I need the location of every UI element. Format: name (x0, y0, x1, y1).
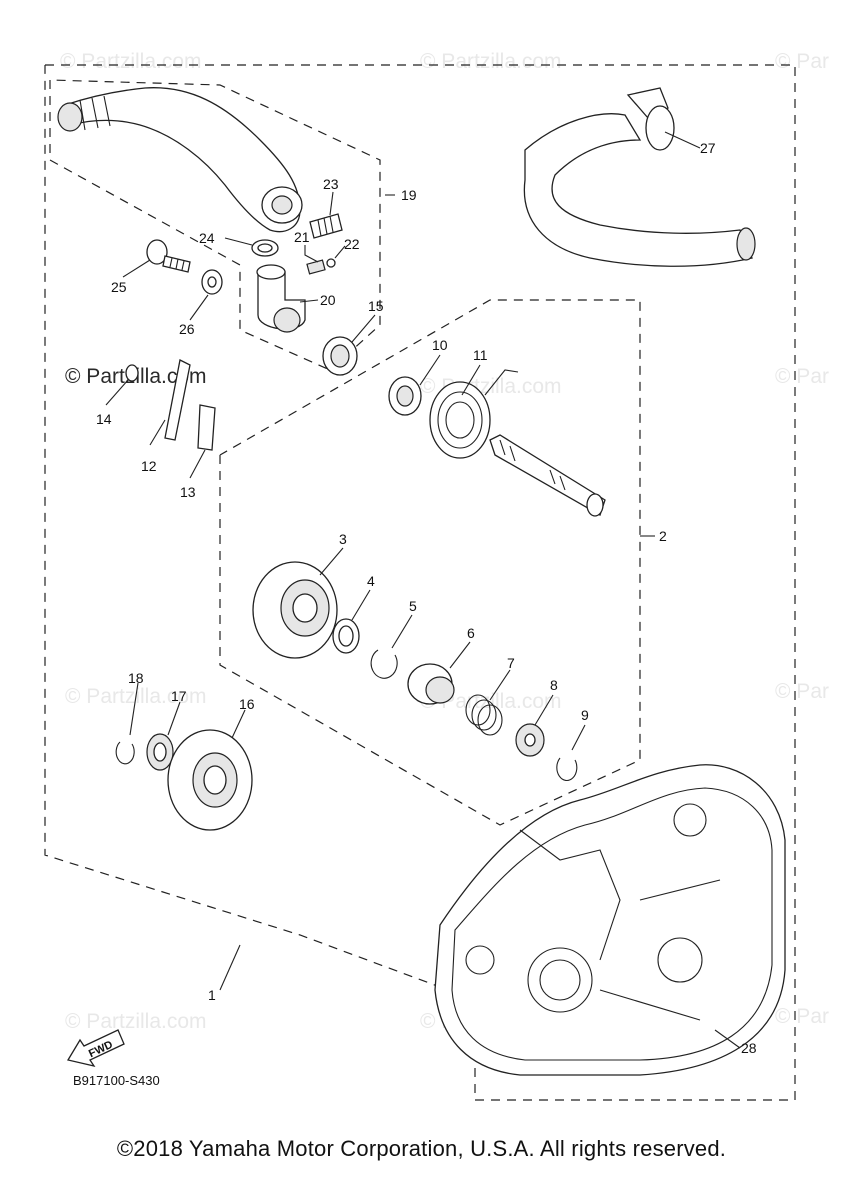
callout-26: 26 (179, 321, 195, 337)
callout-1: 1 (208, 987, 216, 1003)
watermark: © Partzilla.com (65, 1010, 207, 1033)
copyright-notice: ©2018 Yamaha Motor Corporation, U.S.A. A… (116, 1136, 727, 1161)
watermark: © Partzilla.com (60, 50, 202, 73)
part-28-crankcase (434, 764, 786, 1076)
callout-2: 2 (659, 528, 667, 544)
part-5-circlip (370, 649, 398, 679)
part-20-boss (256, 264, 306, 333)
watermark: © Par (775, 365, 829, 388)
part-21-screw (306, 259, 326, 275)
callout-9: 9 (581, 707, 589, 723)
watermark: © Partzilla.com (420, 50, 562, 73)
part-13-plate (197, 404, 216, 451)
callout-22: 22 (344, 236, 360, 252)
callout-7: 7 (507, 655, 515, 671)
callout-25: 25 (111, 279, 127, 295)
callout-8: 8 (550, 677, 558, 693)
watermark: © Par (775, 680, 829, 703)
part-18-circlip (115, 741, 135, 765)
part-7-spring (465, 694, 503, 736)
callout-6: 6 (467, 625, 475, 641)
callout-18: 18 (128, 670, 144, 686)
callout-17: 17 (171, 688, 187, 704)
callout-24: 24 (199, 230, 215, 246)
callout-28: 28 (741, 1040, 757, 1056)
callout-27: 27 (700, 140, 716, 156)
diagram-code: B917100-S430 (73, 1073, 160, 1088)
part-14-bolt (125, 364, 139, 382)
watermark: © Par (775, 1005, 829, 1028)
part-16-gear (167, 729, 253, 831)
fwd-arrow-icon: FWD (66, 1029, 125, 1068)
callout-10: 10 (432, 337, 448, 353)
callout-13: 13 (180, 484, 196, 500)
callout-11: 11 (473, 347, 488, 363)
part-12-plate (164, 359, 191, 441)
callout-4: 4 (367, 573, 375, 589)
leader-lines (105, 131, 741, 1049)
watermark: © Par (775, 50, 829, 73)
callout-21: 21 (294, 229, 310, 245)
callout-15: 15 (368, 298, 384, 314)
callout-16: 16 (239, 696, 255, 712)
kick-shaft (489, 434, 606, 517)
part-6-ratchet (407, 663, 455, 705)
kick-lever (57, 87, 303, 233)
callout-5: 5 (409, 598, 417, 614)
part-23-bolt (309, 213, 343, 239)
part-9-circlip (556, 757, 578, 781)
callout-12: 12 (141, 458, 157, 474)
part-22-ball (326, 258, 336, 268)
part-25-bolt (146, 239, 191, 273)
callout-19: 19 (401, 187, 417, 203)
callout-20: 20 (320, 292, 336, 308)
callout-23: 23 (323, 176, 339, 192)
part-27-hose (523, 87, 756, 267)
watermark: © Partzilla.com (420, 690, 562, 713)
callout-14: 14 (96, 411, 112, 427)
part-11-spring (429, 369, 519, 459)
part-3-gear (252, 561, 338, 659)
callout-3: 3 (339, 531, 347, 547)
